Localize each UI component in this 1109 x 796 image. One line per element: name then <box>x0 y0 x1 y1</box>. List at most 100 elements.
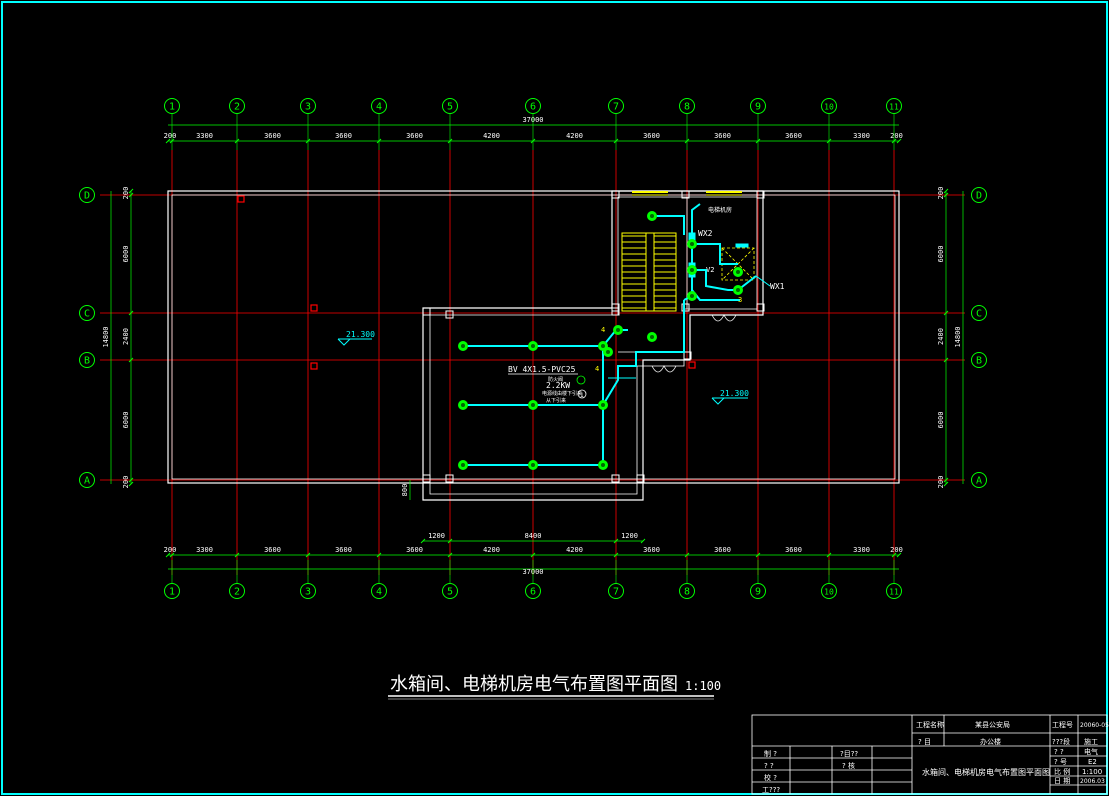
axis-grid-lines <box>100 150 965 575</box>
dim-left-text: 6000 <box>122 412 130 429</box>
dim-top-text: 3600 <box>406 132 423 140</box>
axis-bubble-right-B <box>971 352 987 368</box>
dim-bottom-tick <box>684 552 690 558</box>
dim-bottom-tick <box>826 552 832 558</box>
dim-bottom-text: 3600 <box>643 546 660 554</box>
red-marker <box>310 304 318 312</box>
dim-top-text: 3600 <box>643 132 660 140</box>
dim-right-text: 200 <box>937 187 945 200</box>
column <box>445 310 454 319</box>
cable-ref-circle-2 <box>576 375 586 385</box>
red-marker <box>237 195 245 203</box>
dim-left-tick <box>128 192 134 198</box>
dim-top-text: 200 <box>890 132 903 140</box>
column <box>683 351 692 360</box>
axis-bubble-bottom-3-label: 3 <box>305 587 311 598</box>
cable-sub3: 从下引来 <box>546 397 566 404</box>
dim-bottom-tick <box>530 552 536 558</box>
dim-right-text: 200 <box>937 476 945 489</box>
axis-bubble-left-D <box>79 187 95 203</box>
light-fixtures <box>458 211 743 470</box>
dim-bottom-text: 4200 <box>566 546 583 554</box>
dim-room-tick <box>420 538 426 544</box>
axis-bubble-bottom-8 <box>679 583 695 599</box>
dim-bottom-text: 4200 <box>483 546 500 554</box>
door-swing <box>711 314 737 322</box>
axis-bubble-top-11 <box>886 98 902 114</box>
dim-right-tick <box>943 192 949 198</box>
axis-bubble-bottom-6 <box>525 583 541 599</box>
light-fixture-core <box>461 463 465 467</box>
axis-bubble-bottom-5 <box>442 583 458 599</box>
axis-bubble-top-9-label: 9 <box>755 102 761 113</box>
door-swing <box>651 365 677 373</box>
axis-bubble-left-B-label: B <box>84 356 90 367</box>
tb-scale-value: 1:100 <box>1082 768 1102 776</box>
dim-left-tick <box>128 188 134 194</box>
tb-scale-label: 比 例 <box>1054 767 1070 776</box>
dim-total-left-text: 14800 <box>102 326 110 347</box>
axis-bubble-top-4-label: 4 <box>376 102 382 113</box>
axis-bubble-top-9 <box>750 98 766 114</box>
dim-bottom-tick <box>447 552 453 558</box>
panel-ground <box>735 243 749 248</box>
wx1-lead <box>755 275 771 287</box>
dim-bottom-text: 3600 <box>264 546 281 554</box>
dim-left-text: 200 <box>122 476 130 489</box>
tb-projno-label: 工程号 <box>1052 720 1073 729</box>
column <box>636 474 645 483</box>
dim-left-text: 6000 <box>122 246 130 263</box>
dim-top-text: 3300 <box>853 132 870 140</box>
axis-bubble-bottom-3 <box>300 583 316 599</box>
axis-bubble-right-C <box>971 305 987 321</box>
light-fixture-core <box>531 344 535 348</box>
axis-bubble-right-A-label: A <box>976 476 982 487</box>
axis-bubble-bottom-2 <box>229 583 245 599</box>
light-fixture-core <box>616 328 620 332</box>
column <box>422 474 431 483</box>
axis-bubble-bottom-8-label: 8 <box>684 587 690 598</box>
elev-marker-left <box>337 338 372 346</box>
tb-discipline-label: ? ? <box>1054 748 1064 756</box>
light-fixture-core <box>650 214 654 218</box>
dim-bottom-tick <box>896 552 902 558</box>
elev-label-left: 21.300 <box>346 330 375 339</box>
axis-bubble-left-A <box>79 472 95 488</box>
machine-feed <box>691 289 740 301</box>
dim-top-text: 3600 <box>264 132 281 140</box>
dim-bottom-tick <box>305 552 311 558</box>
axis-bubble-bottom-10 <box>821 583 837 599</box>
dim-top-text: 4200 <box>483 132 500 140</box>
dim-800-text: 800 <box>401 484 409 497</box>
tb-mid-1: ?目?? <box>840 750 858 758</box>
dim-room-text: 1200 <box>621 532 638 540</box>
axis-bubble-top-3 <box>300 98 316 114</box>
red-marker <box>688 361 696 369</box>
axis-bubble-right-C-label: C <box>976 309 982 320</box>
tb-item-value: 办公楼 <box>980 737 1001 746</box>
dim-bottom-tick <box>376 552 382 558</box>
dim-bottom-text: 3300 <box>196 546 213 554</box>
dim-bottom-tick <box>234 552 240 558</box>
axis-bubble-top-6-label: 6 <box>530 102 536 113</box>
light-fixture-core <box>601 403 605 407</box>
outer-wall <box>167 190 900 484</box>
tb-number-label: ? 号 <box>1054 758 1067 766</box>
dim-right-tick <box>943 477 949 483</box>
wx1-label: WX1 <box>770 282 785 291</box>
drawing-title: 水箱间、电梯机房电气布置图平面图 <box>390 674 678 695</box>
axis-bubble-top-8-label: 8 <box>684 102 690 113</box>
label-4b: 4 <box>595 365 599 373</box>
feeder-line <box>602 300 685 406</box>
dim-bottom-tick <box>891 552 897 558</box>
label-4a: 4 <box>601 326 605 334</box>
tb-number-value: E2 <box>1088 758 1097 766</box>
dim-bottom-tick <box>755 552 761 558</box>
dim-bottom-text: 3600 <box>406 546 423 554</box>
column <box>445 474 454 483</box>
light-fixture-core <box>601 463 605 467</box>
column <box>681 190 690 199</box>
axis-bubble-top-7-label: 7 <box>613 102 619 113</box>
column <box>611 474 620 483</box>
